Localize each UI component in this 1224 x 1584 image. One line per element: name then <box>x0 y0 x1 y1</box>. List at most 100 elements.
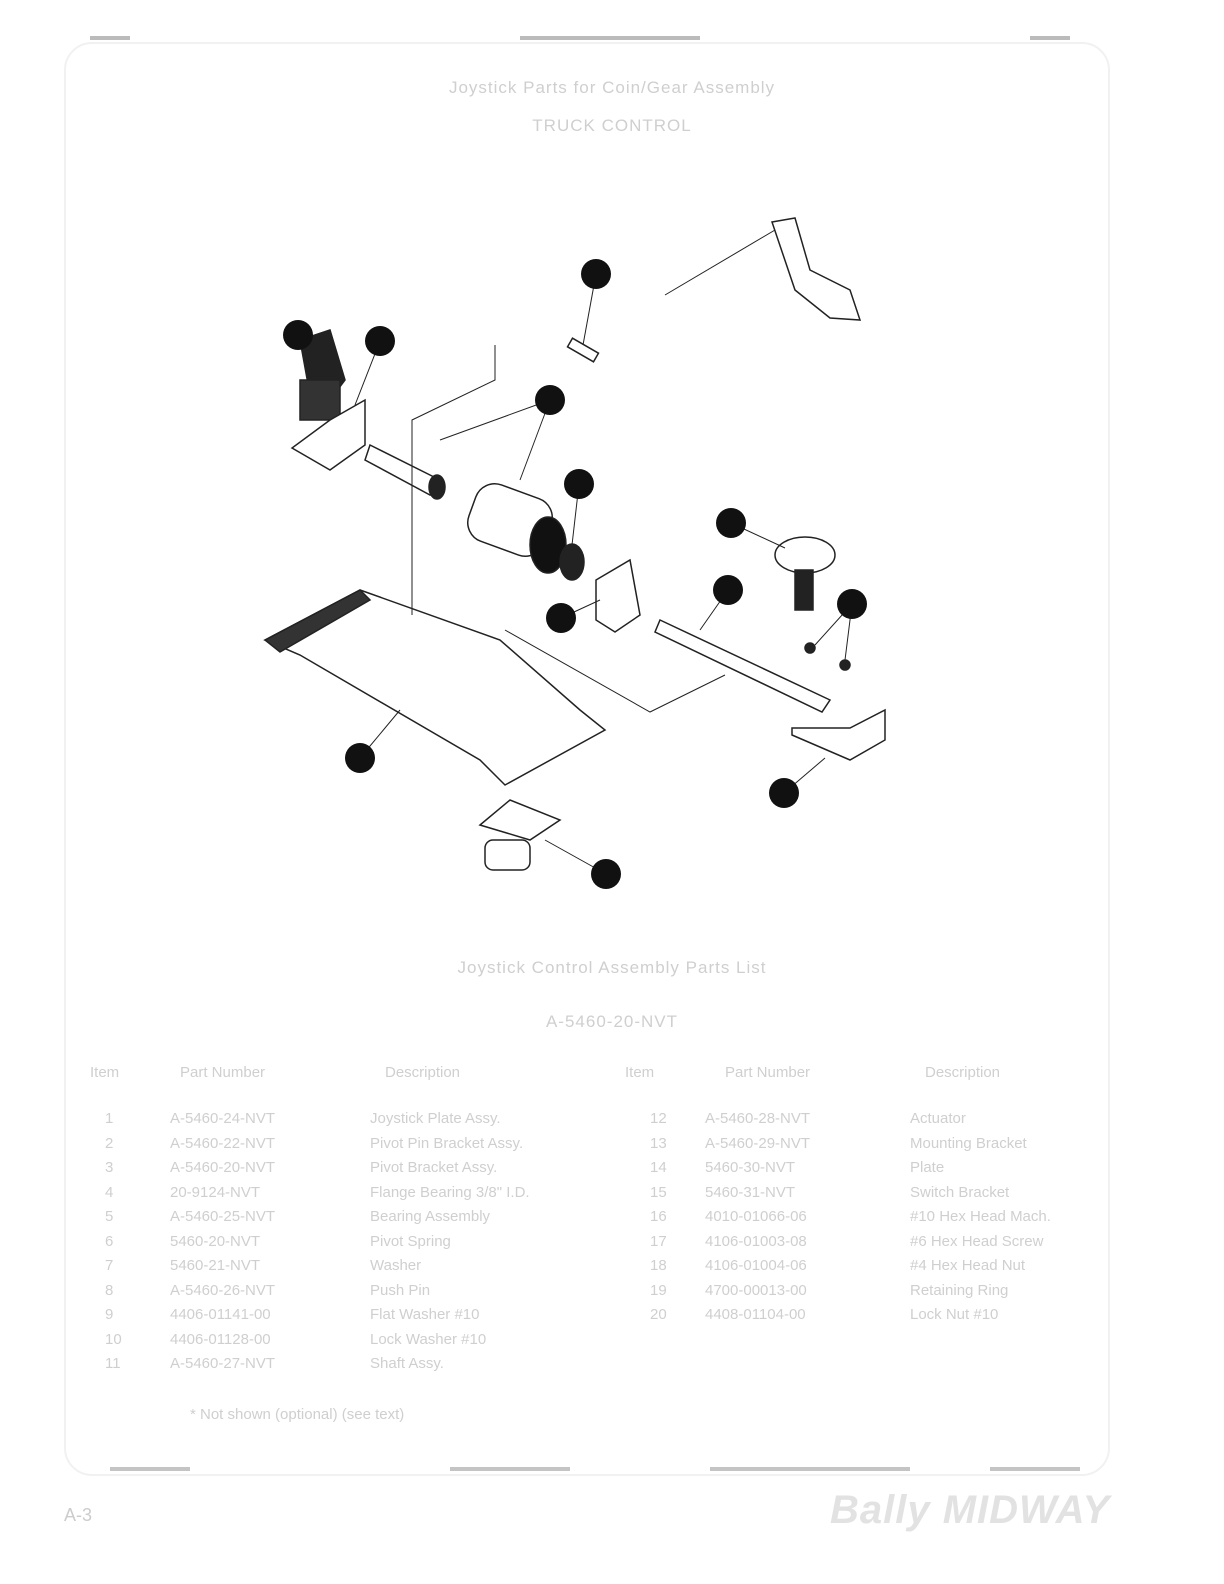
cell-part: 4010-01066-06 <box>705 1208 807 1225</box>
motor-end <box>529 516 567 574</box>
col-part-number-2: Part Number <box>725 1064 811 1081</box>
cell-item: 4 <box>105 1183 114 1201</box>
cell-item: 9 <box>105 1306 114 1323</box>
cell-part: 5460-30-NVT <box>705 1159 796 1176</box>
cell-part: 5460-21-NVT <box>170 1257 261 1274</box>
cell-part: 4406-01128-00 <box>170 1330 271 1348</box>
cell-item: 2 <box>105 1134 114 1152</box>
callout-10 <box>345 743 375 773</box>
scan-edge-top <box>90 34 1080 42</box>
cell-desc: Lock Nut #10 <box>910 1306 999 1323</box>
callout-7 <box>713 575 743 605</box>
cell-item: 12 <box>650 1110 667 1127</box>
cell-desc: Actuator <box>910 1110 966 1127</box>
cell-part: 5460-20-NVT <box>170 1232 261 1250</box>
col-description-2: Description <box>925 1064 1001 1081</box>
cell-part: A-5460-27-NVT <box>170 1355 276 1372</box>
left-bracket <box>290 398 366 471</box>
cell-desc: Shaft Assy. <box>370 1355 444 1372</box>
page-number: A-3 <box>64 1505 93 1525</box>
cell-item: 10 <box>105 1330 122 1348</box>
cell-desc: Joystick Plate Assy. <box>370 1110 501 1127</box>
cell-item: 6 <box>105 1232 114 1250</box>
callout-markers <box>283 259 867 889</box>
cell-part: A-5460-29-NVT <box>705 1134 811 1152</box>
cell-desc: Bearing Assembly <box>370 1208 491 1225</box>
col-item: Item <box>90 1064 120 1081</box>
cell-part: 4106-01004-06 <box>705 1257 807 1274</box>
cell-desc: Mounting Bracket <box>910 1134 1027 1152</box>
callout-1 <box>581 259 611 289</box>
cell-part: A-5460-22-NVT <box>170 1134 276 1152</box>
cell-desc: Flange Bearing 3/8" I.D. <box>370 1183 530 1201</box>
cell-desc: Flat Washer #10 <box>370 1306 480 1323</box>
cell-part: A-5460-25-NVT <box>170 1208 276 1225</box>
callout-6 <box>716 508 746 538</box>
callout-11 <box>769 778 799 808</box>
cell-desc: #6 Hex Head Screw <box>910 1232 1044 1250</box>
cell-part: A-5460-28-NVT <box>705 1110 811 1127</box>
cell-part: 4408-01104-00 <box>705 1306 806 1323</box>
header-line-2: TRUCK CONTROL <box>532 116 692 135</box>
callout-5 <box>564 469 594 499</box>
cell-part: 4700-00013-00 <box>705 1281 807 1299</box>
cell-desc: Pivot Spring <box>370 1232 451 1250</box>
cell-item: 1 <box>105 1110 114 1127</box>
cell-part: 20-9124-NVT <box>170 1183 261 1201</box>
cell-item: 14 <box>650 1159 667 1176</box>
cell-item: 11 <box>105 1355 121 1372</box>
right-bracket <box>791 708 886 761</box>
col-item-2: Item <box>625 1064 655 1081</box>
scan-edge-bottom <box>90 1465 1080 1473</box>
callout-8 <box>837 589 867 619</box>
assembly-part-number: A-5460-20-NVT <box>545 1012 679 1031</box>
cell-item: 17 <box>650 1232 667 1250</box>
parts-list-title: Joystick Control Assembly Parts List <box>457 958 767 977</box>
cell-desc: Pivot Bracket Assy. <box>370 1159 498 1176</box>
cell-desc: Plate <box>910 1159 945 1176</box>
washer <box>559 543 585 581</box>
cell-desc: #10 Hex Head Mach. <box>910 1208 1051 1225</box>
base-plate <box>263 589 607 786</box>
cell-item: 7 <box>105 1257 114 1274</box>
footnote: * Not shown (optional) (see text) <box>190 1406 405 1423</box>
cell-part: A-5460-20-NVT <box>170 1159 276 1176</box>
header-line-1: Joystick Parts for Coin/Gear Assembly <box>448 78 776 97</box>
callout-3 <box>365 326 395 356</box>
cell-part: A-5460-24-NVT <box>170 1110 276 1127</box>
tube <box>364 443 442 496</box>
bally-midway-logo: Bally MIDWAY <box>830 1488 1111 1532</box>
callout-9 <box>546 603 576 633</box>
cell-item: 13 <box>650 1134 667 1152</box>
cell-desc: Switch Bracket <box>910 1183 1010 1201</box>
center-bracket <box>595 558 641 633</box>
cell-item: 3 <box>105 1159 114 1176</box>
cell-desc: #4 Hex Head Nut <box>910 1257 1026 1274</box>
cell-part: 4106-01003-08 <box>705 1232 807 1250</box>
cell-part: 5460-31-NVT <box>705 1183 796 1201</box>
cell-item: 18 <box>650 1257 667 1274</box>
cell-desc: Pivot Pin Bracket Assy. <box>370 1134 524 1152</box>
cell-item: 20 <box>650 1306 667 1323</box>
cell-desc: Washer <box>370 1257 422 1274</box>
col-description: Description <box>385 1064 461 1081</box>
top-arm <box>771 217 862 321</box>
cell-item: 15 <box>650 1183 667 1201</box>
cell-part: A-5460-26-NVT <box>170 1281 276 1299</box>
pin <box>566 337 600 363</box>
exploded-parts-diagram <box>263 217 886 889</box>
col-part-number: Part Number <box>180 1064 266 1081</box>
bottom-hub <box>478 799 562 841</box>
cell-part: 4406-01141-00 <box>170 1306 271 1323</box>
callout-12 <box>591 859 621 889</box>
callout-2 <box>283 320 313 350</box>
cell-item: 19 <box>650 1281 667 1299</box>
cell-desc: Retaining Ring <box>910 1281 1009 1299</box>
actuator <box>774 536 836 574</box>
cell-desc: Push Pin <box>370 1281 431 1299</box>
cell-item: 16 <box>650 1208 667 1225</box>
joystick-base <box>299 379 341 421</box>
callout-4 <box>535 385 565 415</box>
cell-item: 8 <box>105 1281 114 1299</box>
right-shaft <box>654 618 832 713</box>
